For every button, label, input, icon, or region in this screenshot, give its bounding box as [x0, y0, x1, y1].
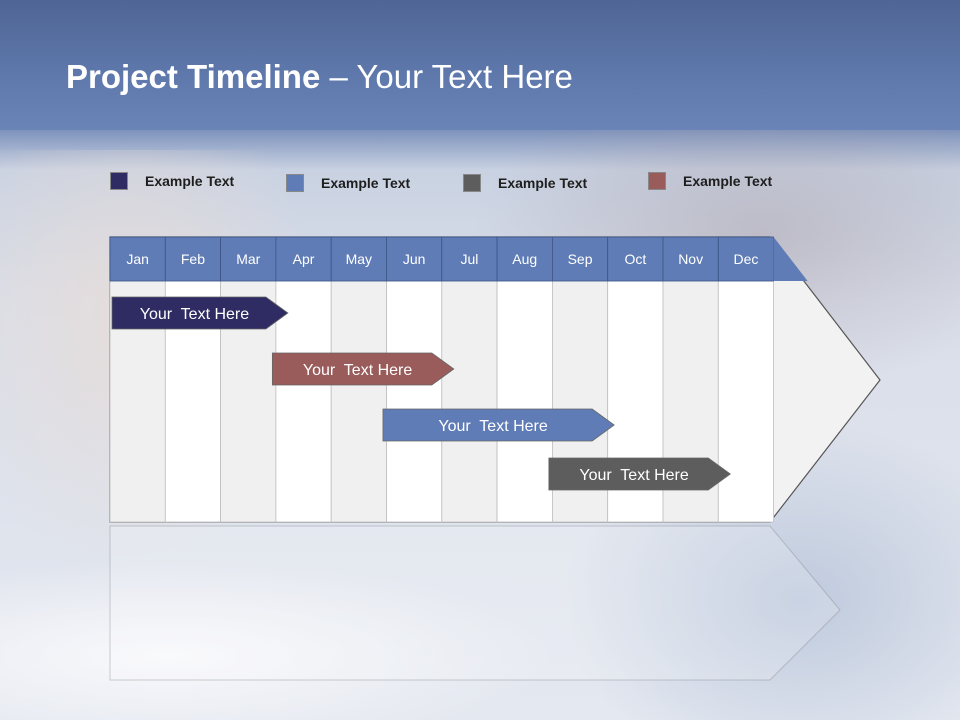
header-arrow-tip [773, 237, 808, 281]
legend-item-1: Example Text [110, 170, 234, 192]
title-band [0, 0, 960, 130]
month-label: Jul [460, 251, 478, 267]
title-bold: Project Timeline [66, 58, 321, 95]
month-column-jun [386, 280, 443, 523]
month-label: Oct [624, 251, 646, 267]
month-label: Sep [568, 251, 593, 267]
task-bar-4 [548, 457, 731, 491]
month-header-jan [109, 236, 166, 282]
month-label: May [346, 251, 372, 267]
legend-label-3: Example Text [498, 175, 588, 191]
month-column-dec [717, 280, 774, 523]
legend-swatch-4 [648, 172, 666, 190]
legend-swatch-1 [110, 172, 128, 190]
legend-swatch-3 [463, 174, 481, 192]
task-bar-label-3: Your Text Here [438, 418, 548, 435]
month-header-jun [386, 236, 443, 282]
task-bar-2 [271, 352, 455, 386]
month-label: Feb [181, 251, 205, 267]
legend-label-1: Example Text [145, 173, 235, 189]
title-rest: – Your Text Here [320, 58, 573, 95]
task-bar-label-2: Your Text Here [303, 362, 413, 379]
task-bar-1 [111, 296, 289, 330]
month-column-jul [441, 280, 498, 523]
month-label: Apr [293, 251, 315, 267]
month-label: Mar [236, 251, 260, 267]
month-column-aug [496, 280, 553, 523]
background-photo-towel [0, 560, 560, 720]
legend-label-4: Example Text [683, 173, 773, 189]
month-header-apr [275, 236, 332, 282]
month-header-feb [164, 236, 222, 282]
month-column-may [330, 280, 387, 523]
task-bar-3 [382, 408, 615, 442]
month-header-nov [662, 236, 719, 282]
legend-item-3: Example Text [463, 172, 587, 194]
month-label: Nov [678, 251, 703, 267]
month-header-oct [607, 236, 664, 282]
timeline-reflection [109, 525, 841, 681]
task-bar-label-1: Your Text Here [140, 306, 250, 323]
task-bar-label-4: Your Text Here [579, 467, 689, 484]
month-label: Aug [512, 251, 537, 267]
month-column-apr [275, 280, 332, 523]
month-label: Dec [733, 251, 758, 267]
month-label: Jan [126, 251, 149, 267]
legend-label-2: Example Text [321, 175, 411, 191]
legend-item-4: Example Text [648, 170, 772, 192]
month-header-jul [441, 236, 498, 282]
month-header-may [330, 236, 387, 282]
month-header-aug [496, 236, 553, 282]
legend-swatch-2 [286, 174, 304, 192]
month-label: Jun [403, 251, 426, 267]
page-title: Project Timeline – Your Text Here [66, 58, 573, 96]
legend-item-2: Example Text [286, 172, 410, 194]
